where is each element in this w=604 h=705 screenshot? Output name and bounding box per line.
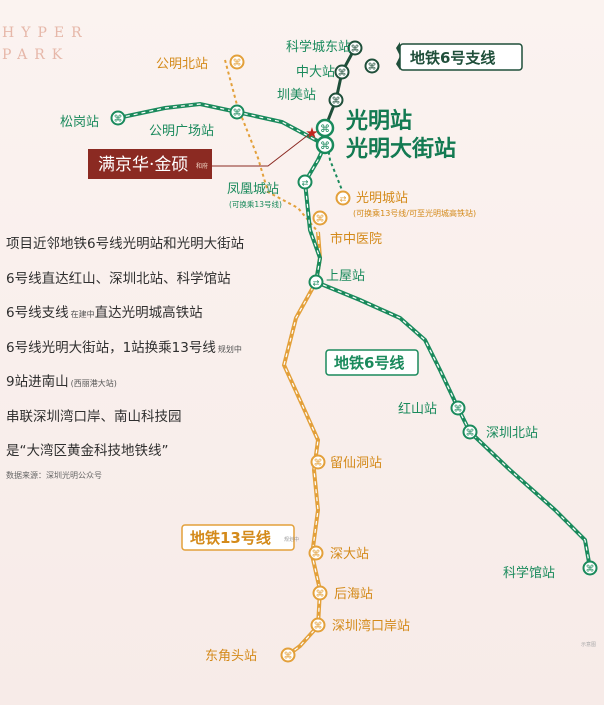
metro-icon: ⌘ bbox=[462, 424, 478, 440]
description-line-3b: 直达光明城高铁站 bbox=[94, 305, 203, 321]
station-liuxiandong: 留仙洞站 bbox=[330, 456, 382, 471]
station-shangwu: 上屋站 bbox=[326, 269, 365, 284]
line6-branch-label: 地铁6号支线 bbox=[396, 42, 523, 71]
station-houhai: 后海站 bbox=[334, 587, 373, 602]
transfer-icon: ⇄ bbox=[308, 274, 324, 290]
metro-icon: ⌘ bbox=[308, 545, 324, 561]
line6-name: 地铁6号线 bbox=[334, 354, 404, 372]
metro-icon: ⇄ bbox=[335, 190, 351, 206]
svg-text:⌘: ⌘ bbox=[316, 215, 325, 225]
station-hongshan: 红山站 bbox=[398, 401, 437, 417]
metro-icon: ⌘ bbox=[312, 585, 328, 601]
description-line-1: 项目近邻地铁6号线光明站和光明大街站 bbox=[6, 236, 245, 252]
description-line-4: 6号线光明大街站，1站换乘13号线规划中 bbox=[6, 338, 306, 373]
station-gongming-guangchang: 公明广场站 bbox=[149, 124, 214, 139]
station-guangmingcheng: 光明城站 bbox=[356, 191, 408, 206]
svg-text:⇄: ⇄ bbox=[340, 195, 347, 204]
description-line-3a: 6号线支线 bbox=[6, 305, 69, 321]
description-line-4-tag: 规划中 bbox=[217, 344, 242, 354]
line6-branch-track bbox=[323, 47, 357, 129]
svg-text:⇄: ⇄ bbox=[302, 179, 309, 188]
station-shizhong-yiyuan: 市中医院 bbox=[330, 231, 382, 247]
svg-text:⌘: ⌘ bbox=[586, 565, 595, 575]
description-line-5a: 9站进南山 bbox=[6, 374, 69, 390]
station-kexuecheng-dong: 科学城东站 bbox=[286, 39, 351, 55]
metro-icon: ⌘ bbox=[310, 617, 326, 633]
metro-icon: ⌘ bbox=[364, 58, 380, 74]
station-fenghuangcheng-note: (可换乘13号线) bbox=[229, 199, 282, 209]
station-zhongda: 中大站 bbox=[296, 65, 335, 80]
station-songgang: 松岗站 bbox=[60, 115, 99, 130]
line13-label: 地铁13号线 规划中 bbox=[181, 524, 299, 551]
project-label-box bbox=[88, 149, 212, 179]
svg-text:⌘: ⌘ bbox=[466, 429, 475, 439]
svg-text:⇄: ⇄ bbox=[313, 279, 320, 288]
metro-icon: ⌘ bbox=[312, 210, 328, 226]
line13-name: 地铁13号线 bbox=[190, 529, 271, 547]
station-shenzhen-bei: 深圳北站 bbox=[486, 426, 538, 441]
station-chengmei: 圳美站 bbox=[277, 88, 316, 103]
logo-line-1: HYPER bbox=[2, 25, 89, 41]
metro-icon: ⌘ bbox=[315, 135, 335, 155]
svg-text:⌘: ⌘ bbox=[338, 69, 347, 79]
description-line-3: 6号线支线在建中直达光明城高铁站 bbox=[6, 303, 306, 338]
svg-text:⌘: ⌘ bbox=[314, 622, 323, 632]
station-shenzhenwan-kouan: 深圳湾口岸站 bbox=[332, 618, 410, 634]
metro-icon: ⌘ bbox=[582, 560, 598, 576]
svg-text:⌘: ⌘ bbox=[233, 109, 242, 119]
description-line-5-tag: (西丽港大站) bbox=[70, 379, 117, 388]
svg-text:⌘: ⌘ bbox=[320, 124, 330, 135]
description-block: 项目近邻地铁6号线光明站和光明大街站 6号线直达红山、深圳北站、科学馆站 6号线… bbox=[6, 234, 306, 481]
description-line-4a: 6号线光明大街站，1站换乘13号线 bbox=[6, 339, 216, 356]
station-fenghuangcheng: 凤凰城站 bbox=[227, 182, 279, 197]
station-kexueguan: 科学馆站 bbox=[503, 565, 555, 581]
svg-text:⌘: ⌘ bbox=[316, 590, 325, 600]
description-line-2: 6号线直达红山、深圳北站、科学馆站 bbox=[6, 270, 231, 287]
svg-text:⌘: ⌘ bbox=[284, 652, 293, 662]
transfer-icon: ⇄ bbox=[297, 174, 313, 190]
description-line-3-tag: 在建中 bbox=[70, 310, 95, 319]
svg-text:⌘: ⌘ bbox=[114, 115, 123, 125]
svg-text:⌘: ⌘ bbox=[312, 550, 321, 560]
logo-line-2: PARK bbox=[2, 47, 70, 63]
svg-text:⌘: ⌘ bbox=[368, 63, 377, 73]
metro-icon: ⌘ bbox=[310, 454, 326, 470]
description-line-6: 串联深圳湾口岸、南山科技园 bbox=[6, 408, 182, 425]
metro-icon: ⌘ bbox=[328, 92, 344, 108]
station-guangming-dajie: 光明大街站 bbox=[345, 136, 456, 162]
line6-label: 地铁6号线 bbox=[325, 349, 419, 376]
station-guangmingcheng-note: (可换乘13号线/可至光明城高铁站) bbox=[353, 208, 476, 218]
metro-icon: ⌘ bbox=[334, 64, 350, 80]
line13-track-dashed-top bbox=[224, 59, 319, 233]
svg-text:⌘: ⌘ bbox=[454, 405, 463, 415]
description-line-7: 是“大湾区黄金科技地铁线” bbox=[6, 443, 169, 459]
metro-icon: ⌘ bbox=[347, 40, 363, 56]
station-dongjiaotou: 东角头站 bbox=[205, 649, 257, 664]
project-name: 满京华·金硕 bbox=[98, 155, 188, 175]
hyper-park-logo: HYPER PARK bbox=[2, 22, 89, 66]
corner-note: 示意图 bbox=[580, 642, 596, 648]
station-gongming-bei: 公明北站 bbox=[156, 57, 208, 72]
metro-icon: ⌘ bbox=[110, 110, 126, 126]
line13-tag: 规划中 bbox=[284, 536, 299, 543]
metro-icon: ⌘ bbox=[450, 400, 466, 416]
line6-branch-name: 地铁6号支线 bbox=[410, 49, 495, 67]
description-line-5: 9站进南山(西丽港大站) bbox=[6, 372, 306, 407]
metro-icon: ⌘ bbox=[229, 104, 245, 120]
data-source: 数据来源：深圳光明公众号 bbox=[6, 470, 102, 480]
svg-text:⌘: ⌘ bbox=[332, 97, 341, 107]
metro-icon: ⌘ bbox=[315, 118, 335, 138]
svg-text:⌘: ⌘ bbox=[314, 459, 323, 469]
svg-text:⌘: ⌘ bbox=[233, 59, 242, 69]
svg-text:⌘: ⌘ bbox=[320, 141, 330, 152]
station-shenda: 深大站 bbox=[330, 547, 369, 562]
metro-icon: ⌘ bbox=[280, 647, 296, 663]
svg-text:⌘: ⌘ bbox=[351, 45, 360, 55]
project-leader-line bbox=[210, 131, 313, 167]
metro-icon: ⌘ bbox=[229, 54, 245, 70]
station-guangming: 光明站 bbox=[345, 109, 412, 134]
project-tag: 和府 bbox=[196, 162, 208, 170]
project-star-icon: ★ bbox=[305, 124, 318, 142]
